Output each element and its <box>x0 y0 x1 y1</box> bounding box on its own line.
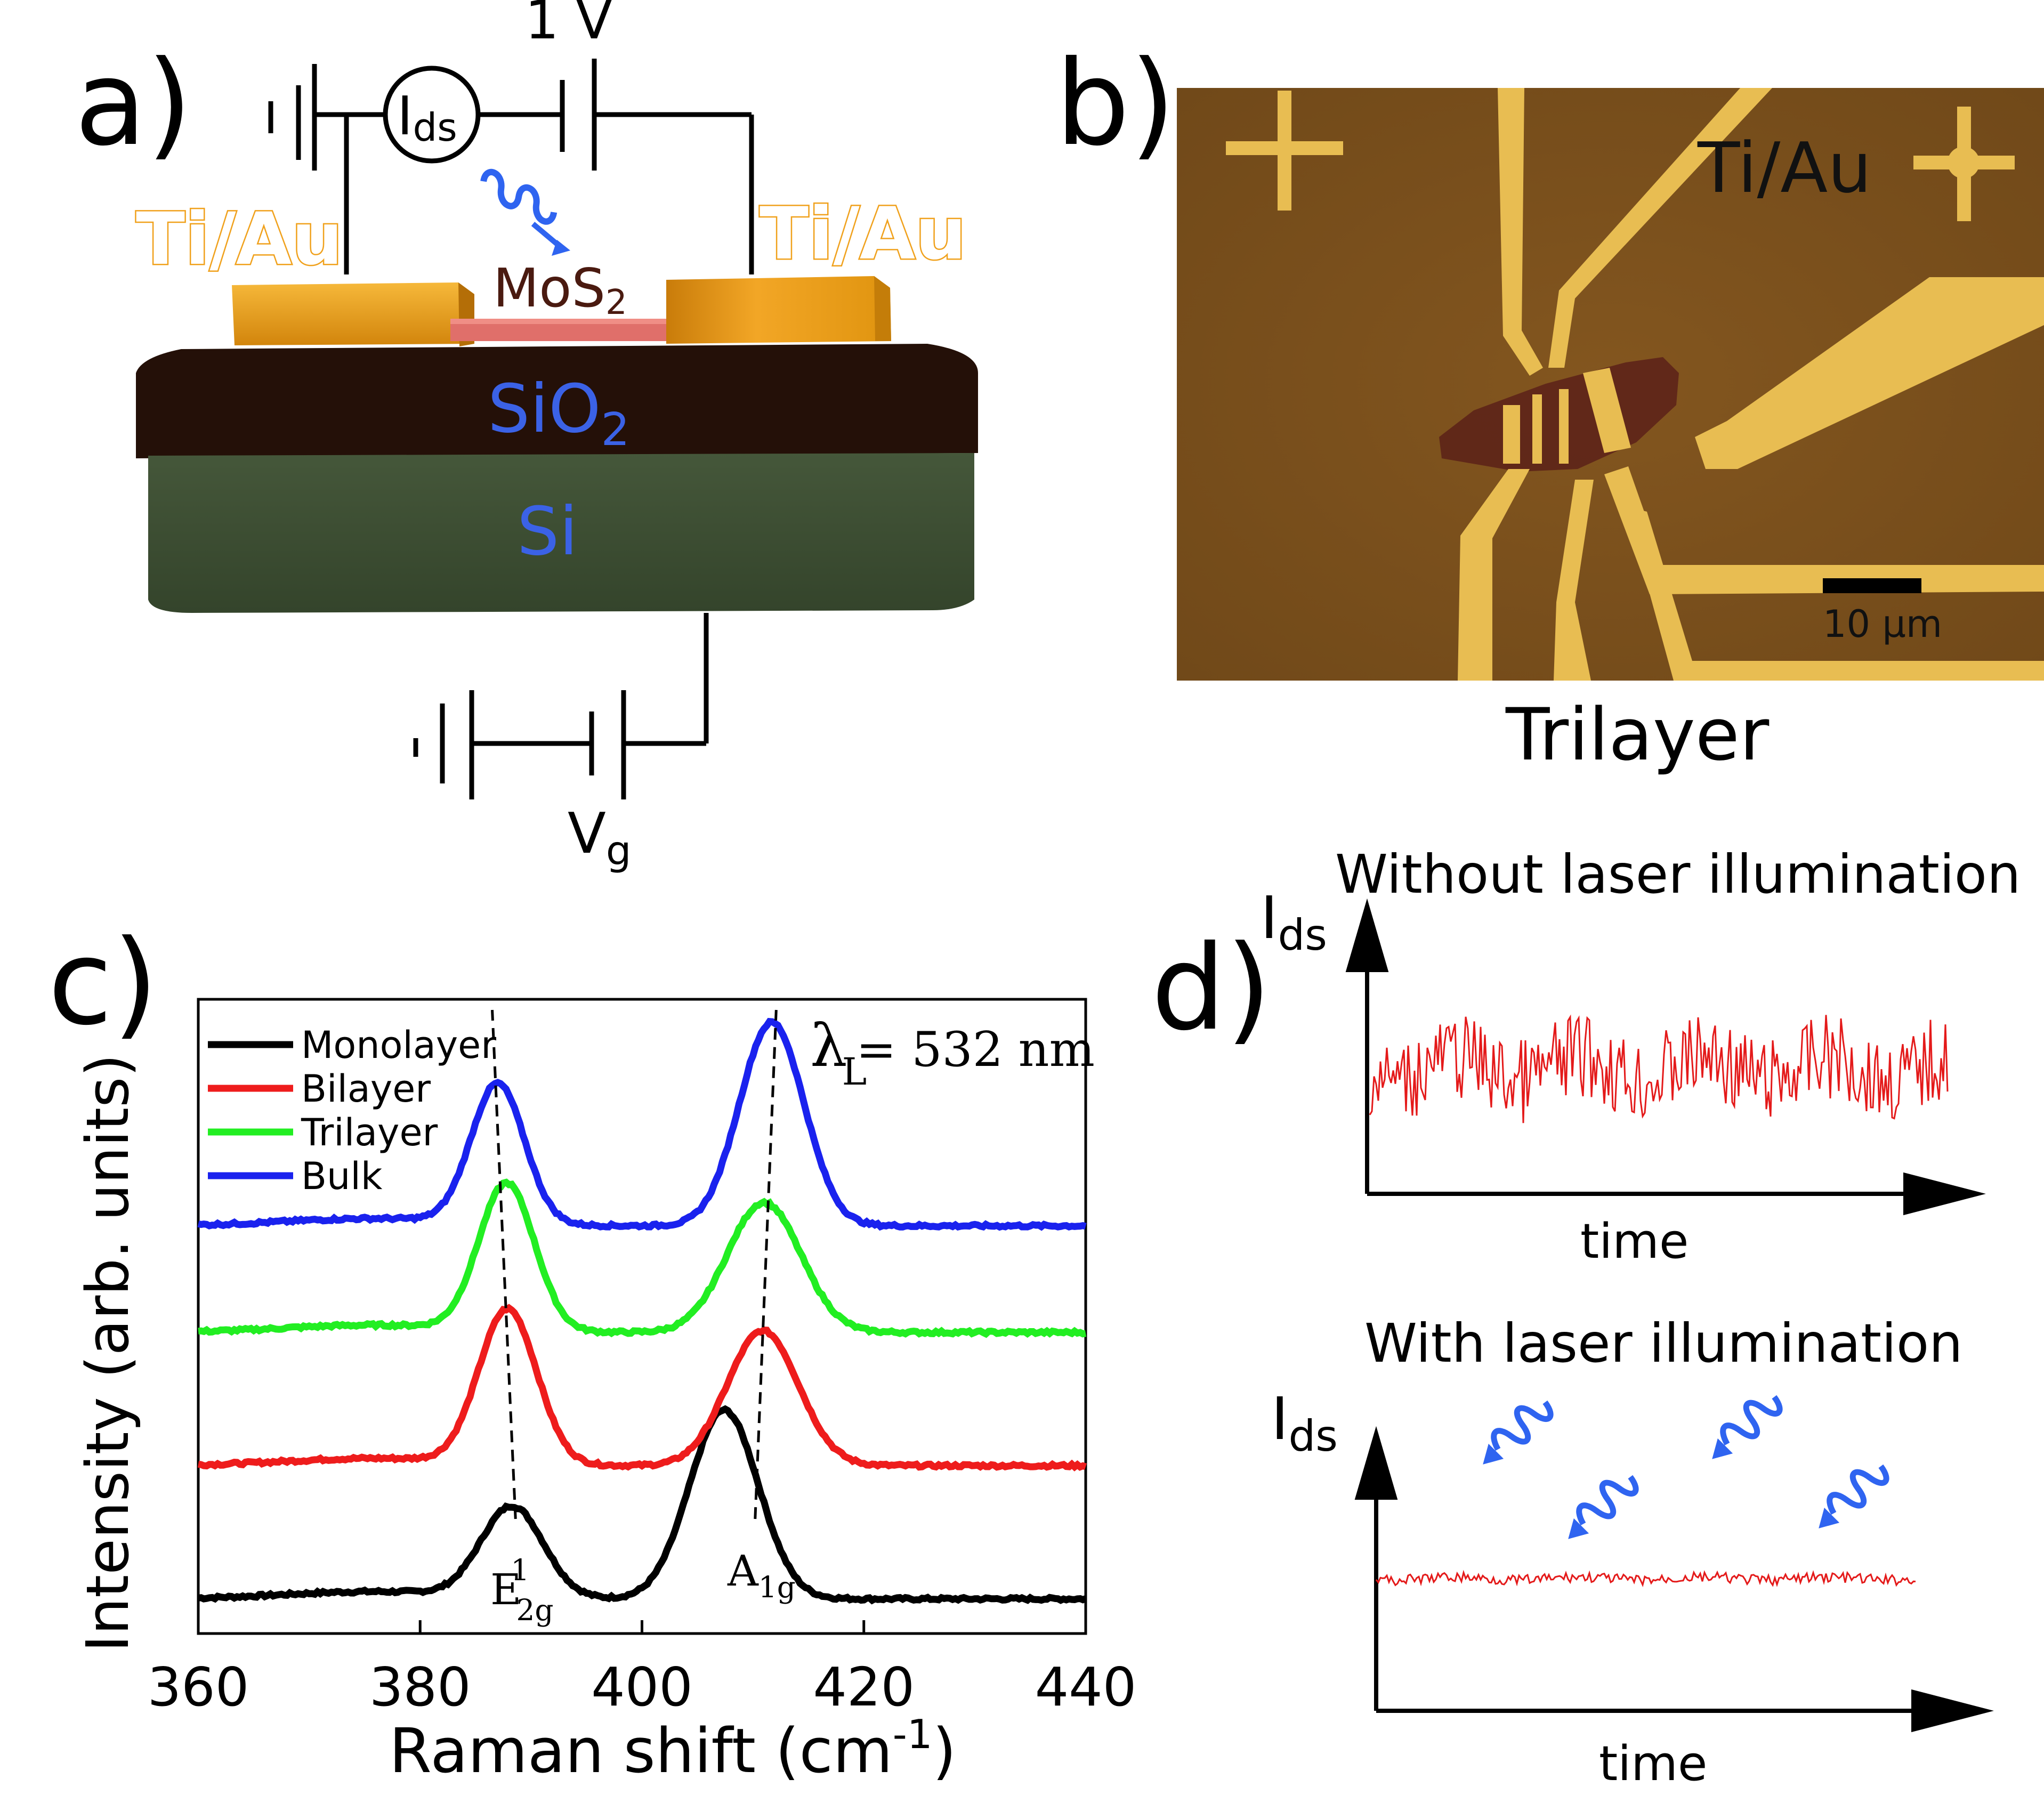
x-tick-label: 400 <box>591 1656 693 1718</box>
raman-plot-area <box>197 1009 1087 1605</box>
legend-label-trilayer: Trilayer <box>301 1111 438 1154</box>
panel-b: b) <box>1055 35 2044 777</box>
legend-label-bulk: Bulk <box>301 1154 383 1198</box>
series-line-bilayer <box>197 1304 1087 1471</box>
photon-icon <box>1819 1464 1889 1529</box>
panel-c: c) 360 380 400 420 440 Raman shift (cm-1) In… <box>48 915 1136 1787</box>
panel-a-label: a) <box>75 35 192 172</box>
x-axis-label: Raman shift (cm-1) <box>389 1711 956 1787</box>
y-axis-label: Intensity (arb. units) <box>74 1054 142 1652</box>
legend-label-monolayer: Monolayer <box>301 1023 496 1067</box>
wavelength-label: λL= 532 nm <box>810 1012 1095 1094</box>
mos2-flake <box>450 319 666 341</box>
x-tick-label: 380 <box>369 1656 471 1718</box>
sio2-label: SiO2 <box>488 370 630 456</box>
scale-bar <box>1823 578 1921 593</box>
mos2-label: MoS2 <box>493 257 627 322</box>
panel-d-label: d) <box>1151 920 1271 1056</box>
panel-a: a) 1 V Ids Ti/Au Ti/Au <box>75 0 978 874</box>
gate-voltage-label: Vg <box>568 801 631 874</box>
panel-b-label: b) <box>1055 35 1175 172</box>
top-axes <box>1345 898 1986 1216</box>
photon-icon <box>480 168 570 256</box>
metal-label: Ti/Au <box>1697 127 1872 208</box>
x-tick-label: 440 <box>1035 1656 1137 1718</box>
photon-icon <box>1483 1400 1554 1465</box>
x-tick-label: 420 <box>813 1656 915 1718</box>
top-x-axis-label: time <box>1580 1214 1688 1270</box>
x-axis-ticks: 360 380 400 420 440 <box>148 1620 1137 1718</box>
electrodes <box>1458 88 2044 681</box>
photon-icon <box>1568 1475 1639 1539</box>
gate-circuit <box>413 613 709 799</box>
si-label: Si <box>517 493 578 570</box>
panel-b-caption: Trilayer <box>1505 693 1770 777</box>
photon-icon <box>1712 1395 1783 1459</box>
series-line-bulk <box>197 1017 1087 1231</box>
laser-photons <box>1483 1395 1889 1539</box>
with-laser-title: With laser illumination <box>1364 1312 1963 1374</box>
source-voltage-label: 1 V <box>525 0 612 51</box>
series-line-monolayer <box>198 1405 1087 1605</box>
a1g-peak-label: A1g <box>727 1546 796 1604</box>
bottom-y-axis-label: Ids <box>1271 1385 1338 1461</box>
si-layer <box>148 453 974 613</box>
alignment-mark-left <box>1226 91 1343 211</box>
sio2-layer <box>136 344 978 458</box>
series-line-trilayer <box>198 1178 1087 1338</box>
contact-left-label: Ti/Au <box>136 197 343 281</box>
bottom-axes <box>1354 1426 1994 1733</box>
drain-source-circuit <box>268 59 754 274</box>
gold-contact-right <box>666 276 891 344</box>
current-trace-without-laser <box>1369 1014 1949 1123</box>
current-trace-with-laser <box>1375 1570 1916 1588</box>
optical-micrograph: Ti/Au 10 μm <box>1177 88 2044 681</box>
x-tick-label: 360 <box>148 1656 249 1718</box>
gold-contact-left <box>232 282 474 346</box>
legend-label-bilayer: Bilayer <box>301 1067 431 1111</box>
peak-guide-line-2 <box>754 1009 778 1519</box>
panel-c-label: c) <box>48 915 158 1051</box>
peak-guide-line-1 <box>491 1009 517 1519</box>
ammeter-label: Ids <box>397 85 457 150</box>
scale-bar-label: 10 μm <box>1823 602 1942 646</box>
top-y-axis-label: Ids <box>1261 884 1327 960</box>
without-laser-title: Without laser illumination <box>1335 843 2021 905</box>
alignment-mark-right <box>1913 107 2015 221</box>
bottom-x-axis-label: time <box>1599 1736 1707 1792</box>
contact-right-label: Ti/Au <box>760 192 966 276</box>
panel-d: d) Without laser illumination Ids time W… <box>1151 843 2021 1792</box>
